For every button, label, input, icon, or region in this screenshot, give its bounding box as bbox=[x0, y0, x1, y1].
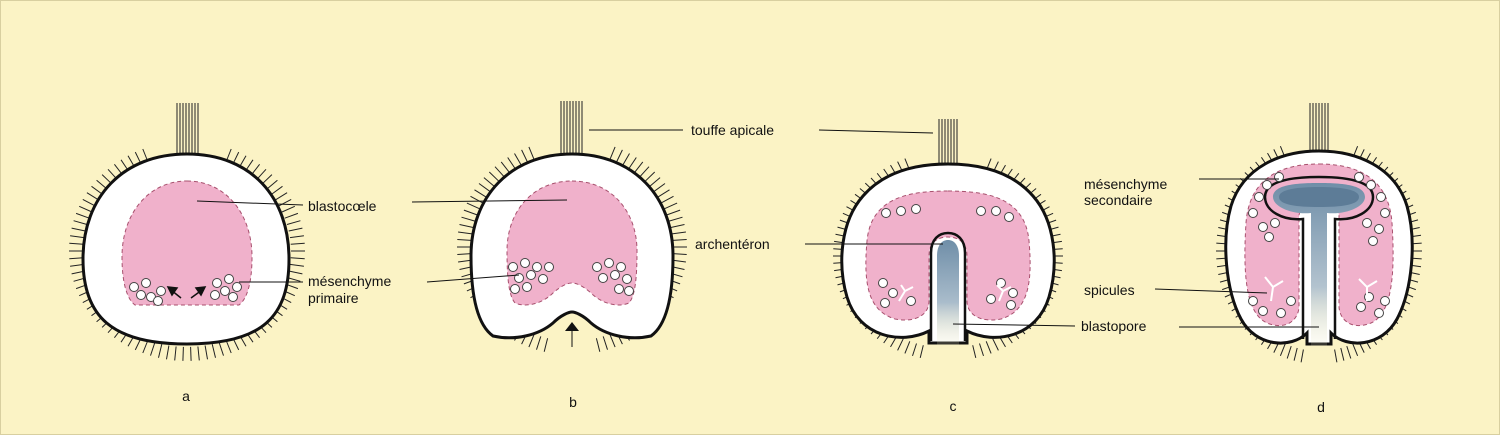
label-spicules: spicules bbox=[1084, 282, 1135, 298]
labels: touffe apicale blastocœle mésenchyme pri… bbox=[308, 122, 1167, 334]
archenteron-d bbox=[1273, 183, 1365, 356]
label-mesenchyme-primaire-2: primaire bbox=[308, 290, 359, 306]
label-blastopore: blastopore bbox=[1081, 318, 1147, 334]
label-mesenchyme-secondaire-2: secondaire bbox=[1084, 192, 1153, 208]
blastocoel-a bbox=[121, 180, 253, 306]
leader-lines bbox=[196, 129, 1319, 328]
panel-d-embryo bbox=[1224, 103, 1414, 356]
panel-a-embryo bbox=[81, 103, 291, 346]
caption-a: a bbox=[182, 388, 190, 404]
leader-mesenchyme-primaire-b bbox=[426, 274, 520, 283]
caption-b: b bbox=[569, 394, 577, 410]
stomach-d bbox=[1279, 187, 1359, 207]
primary-mesenchyme-cells-b bbox=[508, 258, 634, 296]
apical-tuft-a bbox=[176, 103, 199, 161]
archenteron-wall-c bbox=[929, 231, 967, 341]
label-archenteron: archentéron bbox=[695, 236, 770, 252]
leader-blastocoele-a bbox=[196, 200, 304, 206]
caption-d: d bbox=[1317, 399, 1325, 415]
mesenchyme-cells-c bbox=[878, 204, 1018, 310]
apical-tuft-b bbox=[560, 101, 583, 159]
invagination-arrow-b bbox=[565, 322, 579, 347]
panel-b-embryo bbox=[469, 101, 675, 347]
caption-c: c bbox=[950, 398, 957, 414]
leader-blastocoele-b bbox=[411, 199, 568, 203]
label-touffe-apicale: touffe apicale bbox=[691, 122, 774, 138]
leader-spicules bbox=[1154, 288, 1268, 294]
label-mesenchyme-primaire-1: mésenchyme bbox=[308, 273, 391, 289]
archenteron-wall-d bbox=[1263, 175, 1375, 339]
ingression-arrows-a bbox=[166, 286, 207, 299]
panel-captions: a b c d bbox=[182, 388, 1325, 415]
panel-c-embryo bbox=[840, 119, 1056, 353]
leader-touffe-apicale-right bbox=[818, 129, 934, 134]
secondary-mesenchyme-cells-d bbox=[1248, 172, 1390, 318]
leader-blastopore-c bbox=[952, 323, 1076, 327]
apical-tuft-c bbox=[938, 119, 958, 167]
archenteron-c bbox=[937, 240, 959, 353]
spicules-c bbox=[898, 284, 1012, 302]
apical-tuft-d bbox=[1309, 103, 1329, 156]
spicules-d bbox=[1264, 276, 1378, 302]
label-blastocoele: blastocœle bbox=[308, 198, 377, 214]
primary-mesenchyme-cells-a bbox=[129, 274, 242, 306]
label-mesenchyme-secondaire-1: mésenchyme bbox=[1084, 176, 1167, 192]
blastocoel-c bbox=[865, 190, 1031, 321]
